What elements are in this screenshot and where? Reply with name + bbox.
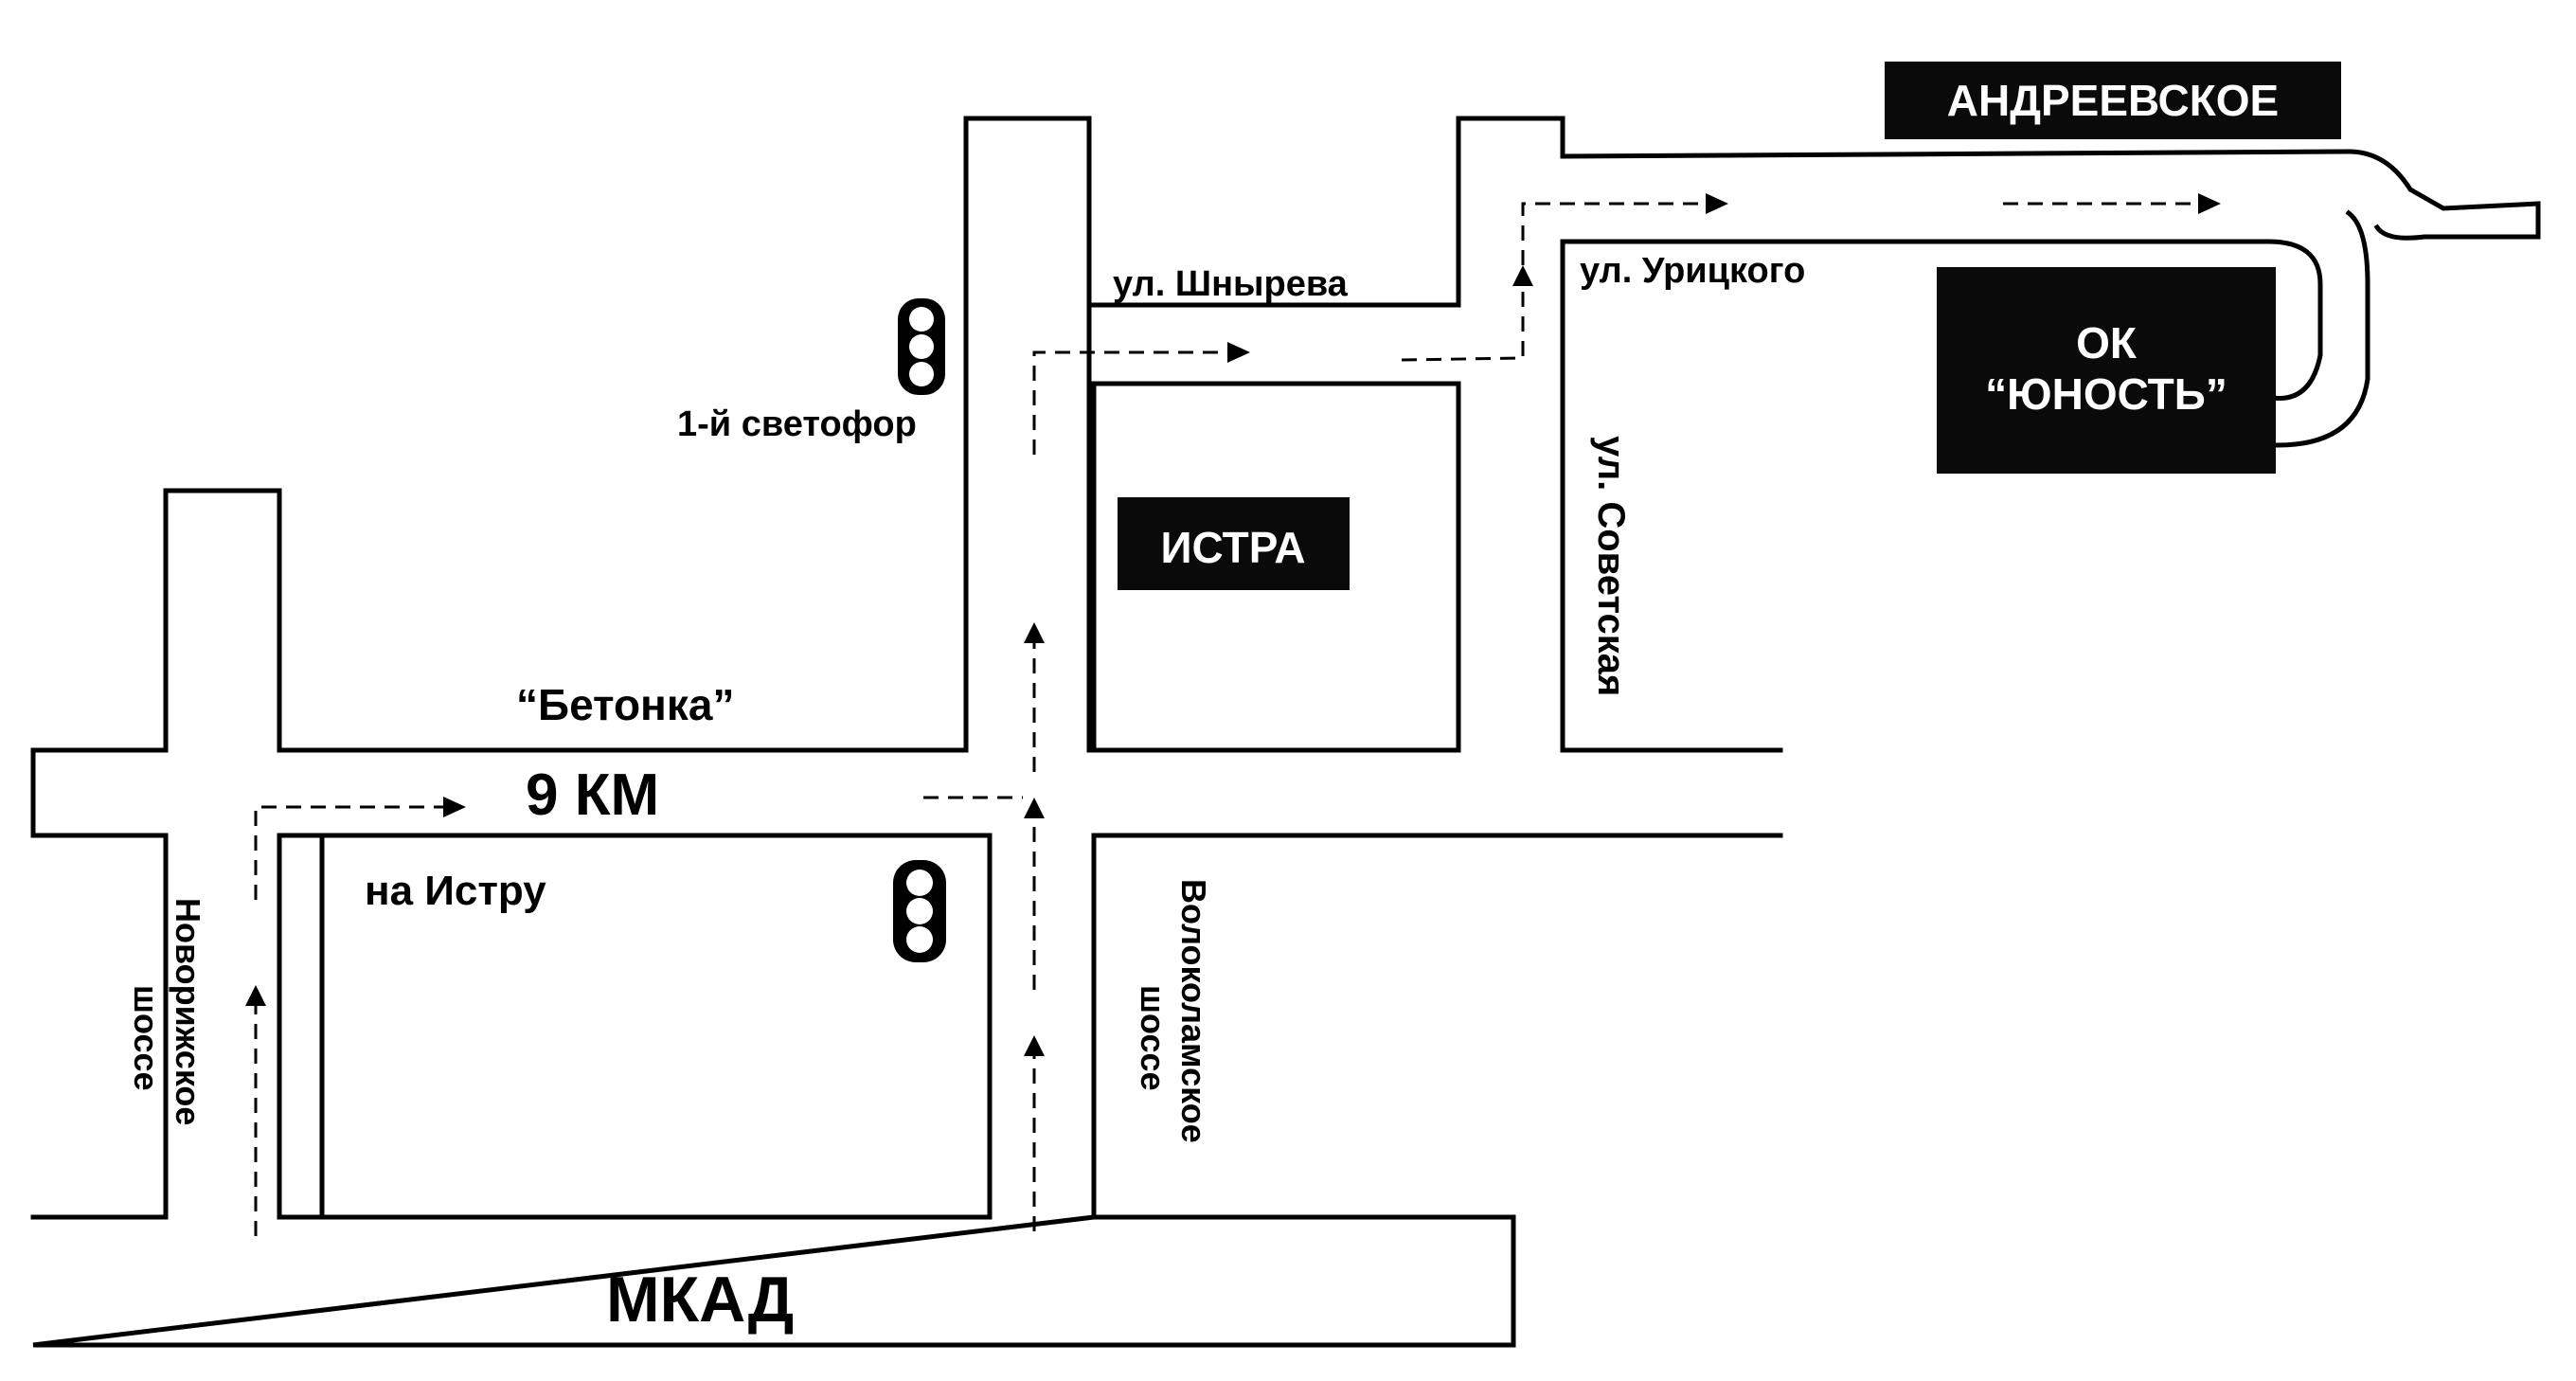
label-novorizhskoe-1: Новорижское [169,898,207,1125]
istra-label: ИСТРА [1160,523,1305,572]
andreevskoe-label: АНДРЕЕВСКОЕ [1947,76,2279,125]
label-sovetskaya: ул. Советская [1590,436,1632,696]
ok-yunost-box [1937,267,2276,474]
label-mkad: МКАД [606,1264,794,1336]
route-arrow-icon [245,193,2221,1056]
road-betonka [30,116,1783,838]
block-istra [1091,381,1461,753]
block-na-istru [319,833,993,1220]
label-9km: 9 КМ [526,762,659,828]
traffic-light-icon [893,860,946,962]
andreevskoe-box [1885,62,2341,139]
label-volokolamskoe-2: шоссе [1134,985,1172,1091]
road-network [30,116,2541,1348]
road-novorizhskoe [163,833,282,1220]
label-svetofor-1: 1-й светофор [677,404,917,444]
road-ok-driveway [2265,209,2370,448]
road-sovetskaya [1560,149,2541,753]
traffic-light-icon [898,298,945,395]
road-shnyreva [1086,116,1565,308]
label-volokolamskoe-1: Волоколамское [1174,879,1213,1143]
label-betonka: “Бетонка” [516,680,734,729]
ok-yunost-label-1: ОК [2076,318,2138,368]
label-na-istru: на Истру [365,868,546,914]
label-uritskogo: ул. Урицкого [1580,251,1805,291]
ok-yunost-label-2: “ЮНОСТЬ” [1985,369,2227,419]
label-shnyreva: ул. Шнырева [1113,264,1349,304]
street-labels: ул. Шнырева ул. Урицкого 1-й светофор “Б… [127,251,1805,1336]
route-path [254,202,2202,1236]
label-novorizhskoe-2: шоссе [127,985,166,1091]
label-boxes: АНДРЕЕВСКОЕ ОК “ЮНОСТЬ” ИСТРА [1118,62,2341,590]
istra-box [1118,497,1350,590]
